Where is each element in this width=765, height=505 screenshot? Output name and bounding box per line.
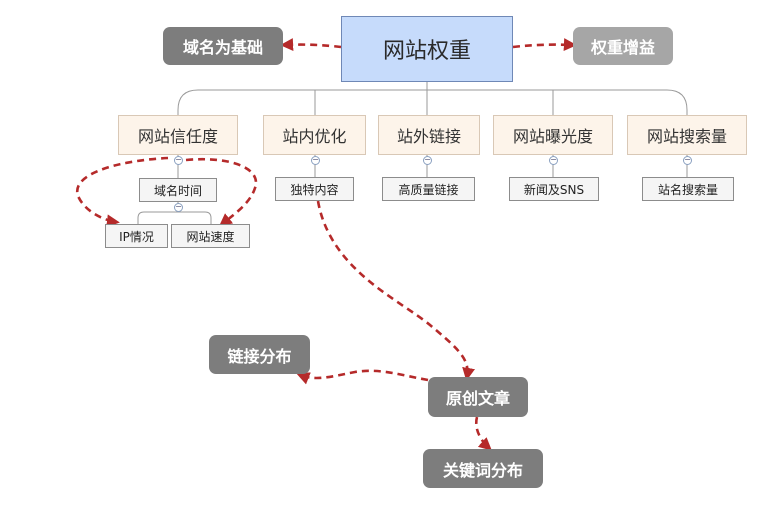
collapse-toggle-exposure[interactable]: −	[549, 155, 558, 165]
arrow-root-to-right	[512, 38, 577, 52]
leaf-news-sns[interactable]: 新闻及SNS	[509, 177, 599, 201]
root-node[interactable]: 网站权重	[341, 16, 513, 82]
node-weight-gain[interactable]: 权重增益	[573, 27, 673, 65]
collapse-toggle-search[interactable]: −	[683, 155, 692, 165]
category-onsite[interactable]: 站内优化	[263, 115, 366, 155]
arrow-root-to-left	[280, 38, 342, 52]
node-original-articles[interactable]: 原创文章	[428, 377, 528, 417]
collapse-toggle-time[interactable]: −	[174, 202, 183, 212]
category-trust[interactable]: 网站信任度	[118, 115, 238, 155]
arrow-unique-to-original	[316, 200, 475, 381]
leaf-site-name-searches[interactable]: 站名搜索量	[642, 177, 734, 201]
node-link-distribution[interactable]: 链接分布	[209, 335, 310, 374]
category-search[interactable]: 网站搜索量	[627, 115, 747, 155]
category-exposure[interactable]: 网站曝光度	[493, 115, 613, 155]
leaf-quality-links[interactable]: 高质量链接	[382, 177, 475, 201]
node-domain-foundation[interactable]: 域名为基础	[163, 27, 283, 65]
collapse-toggle-offsite[interactable]: −	[423, 155, 432, 165]
connector-bus	[177, 89, 688, 115]
collapse-toggle-trust[interactable]: −	[174, 155, 183, 165]
arrow-original-to-keyword	[474, 416, 492, 451]
arrows	[75, 38, 577, 451]
arrow-original-to-linkdist	[296, 369, 429, 385]
leaf-site-speed[interactable]: 网站速度	[171, 224, 250, 248]
arrow-trust-to-speed	[185, 157, 258, 227]
node-keyword-distribution[interactable]: 关键词分布	[423, 449, 543, 488]
collapse-toggle-onsite[interactable]: −	[311, 155, 320, 165]
leaf-unique-content[interactable]: 独特内容	[275, 177, 354, 201]
arrow-trust-to-ip	[75, 156, 169, 228]
category-offsite[interactable]: 站外链接	[378, 115, 480, 155]
leaf-domain-time[interactable]: 域名时间	[139, 178, 217, 202]
leaf-ip[interactable]: IP情况	[105, 224, 168, 248]
